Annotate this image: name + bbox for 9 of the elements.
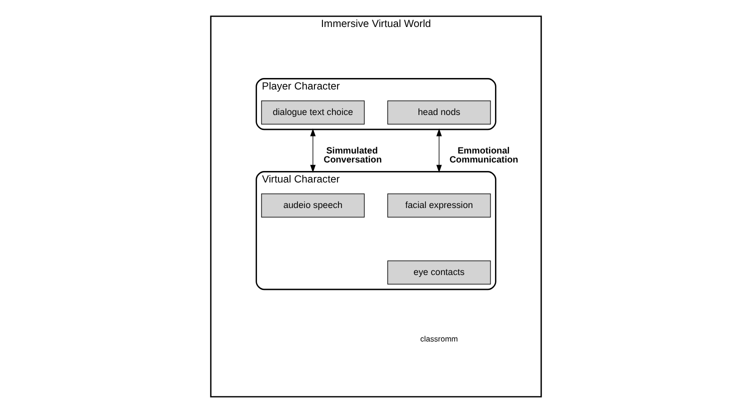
node-box: eye contacts [387,260,491,285]
node-box: dialogue text choice [261,100,365,125]
node-box: head nods [387,100,491,125]
node-box: facial expression [387,194,491,218]
arrow [436,128,442,173]
edge-label: Simmulated Conversation [324,146,382,165]
arrow [310,128,316,173]
node-box: audeio speech [261,194,365,218]
edge-label: Emmotional Communication [449,146,518,165]
